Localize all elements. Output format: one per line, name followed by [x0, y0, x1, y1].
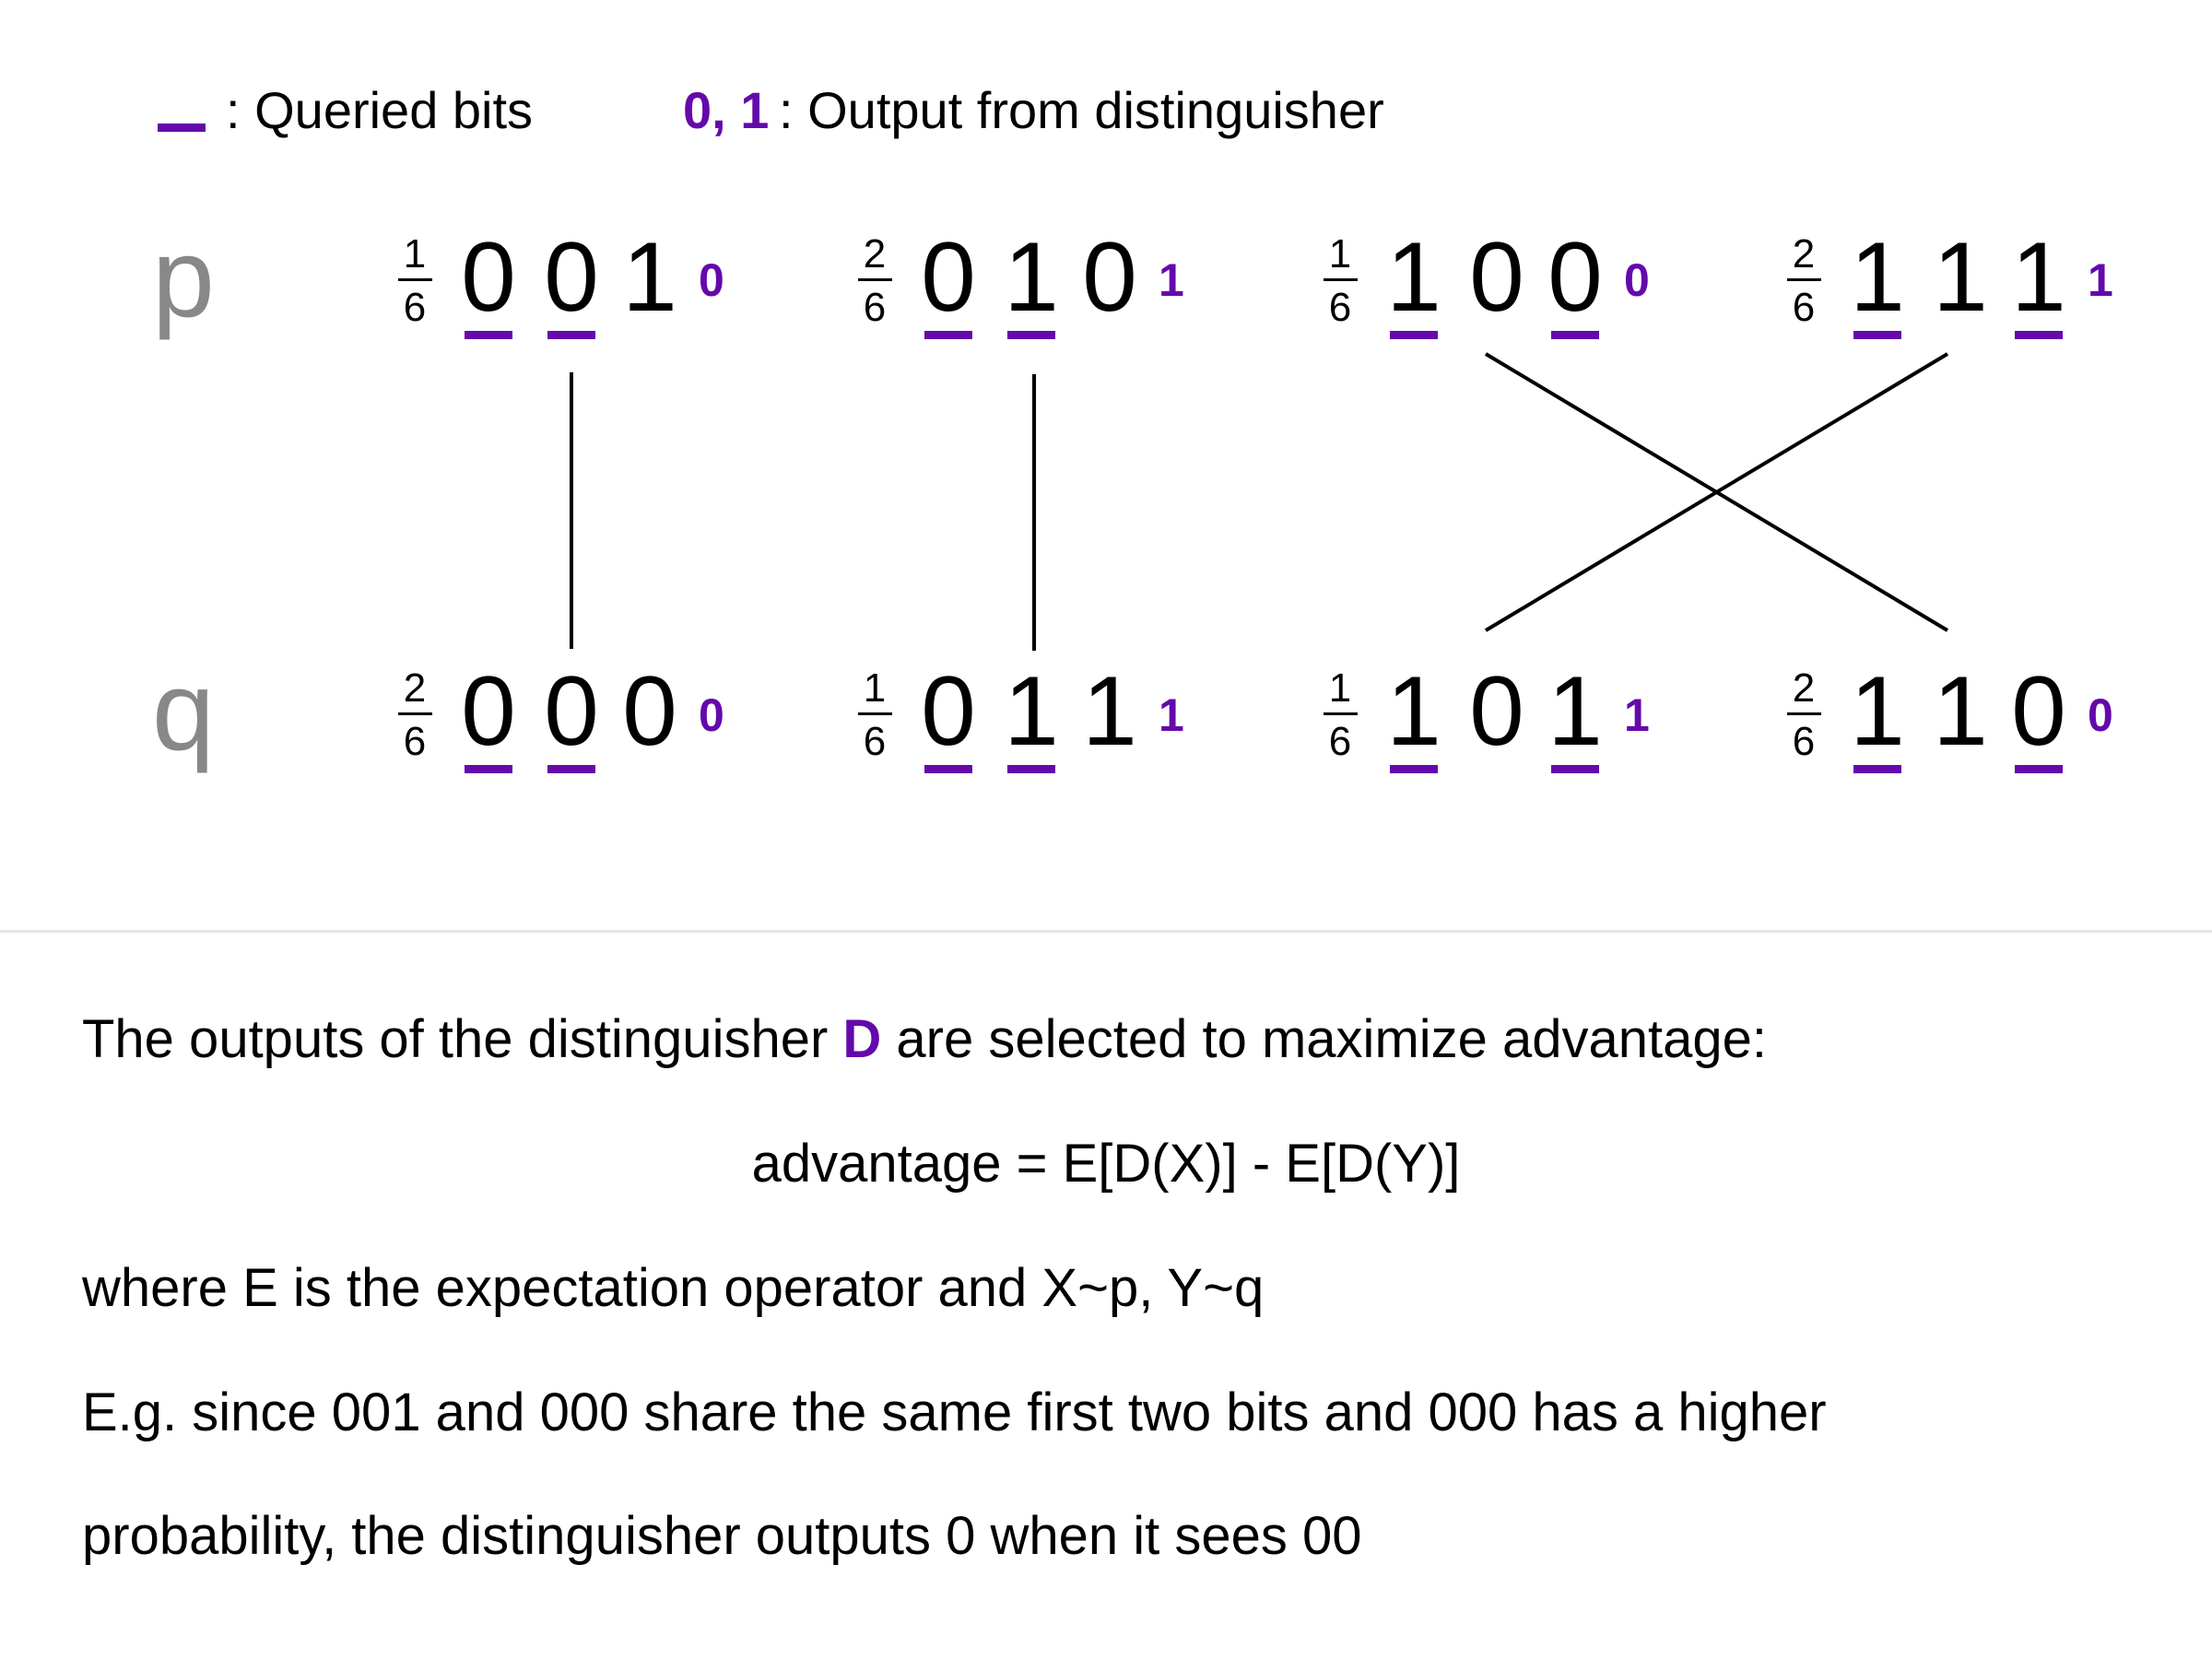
bit-digit: 0 — [461, 655, 516, 766]
queried-bit-underline — [547, 331, 595, 339]
bit-digit: 1 — [622, 221, 677, 332]
bit-digit: 1 — [1850, 221, 1905, 332]
queried-bit-underline — [1390, 765, 1438, 773]
queried-bit-underline — [2015, 331, 2063, 339]
queried-bit-underline — [1390, 331, 1438, 339]
bit-digit: 1 — [1933, 221, 1988, 332]
explanation-line-4: E.g. since 001 and 000 share the same fi… — [82, 1382, 1827, 1442]
distinguisher-output: 0 — [2088, 689, 2113, 741]
distinguisher-output: 0 — [699, 689, 724, 741]
bit-digit: 1 — [1386, 221, 1441, 332]
bit-digit: 1 — [1004, 655, 1059, 766]
distinguisher-output: 1 — [1624, 689, 1650, 741]
fraction-bar — [858, 278, 892, 281]
fraction-numerator: 1 — [1328, 231, 1352, 276]
fraction-denominator: 6 — [1792, 285, 1816, 330]
distinguisher-output: 0 — [699, 254, 724, 306]
row-label-q: q — [152, 648, 215, 773]
queried-bit-underline — [1007, 765, 1055, 773]
bit-digit: 1 — [1933, 655, 1988, 766]
line1-text-end: are selected to maximize advantage: — [881, 1009, 1768, 1069]
fraction-denominator: 6 — [1328, 719, 1352, 764]
line1-text: The outputs of the distinguisher — [82, 1009, 843, 1069]
bit-digit: 1 — [1850, 655, 1905, 766]
queried-bit-underline — [1853, 331, 1901, 339]
fraction-numerator: 2 — [1792, 231, 1816, 276]
queried-bit-underline — [924, 331, 972, 339]
queried-bit-underline — [1853, 765, 1901, 773]
legend-output-symbols: 0, 1 — [683, 81, 770, 139]
distinguisher-output: 1 — [1159, 689, 1184, 741]
fraction-denominator: 6 — [403, 719, 427, 764]
distinguisher-output: 1 — [1159, 254, 1184, 306]
queried-bit-underline — [1551, 331, 1599, 339]
fraction-bar — [1324, 278, 1358, 281]
bit-digit: 0 — [544, 655, 599, 766]
fraction-denominator: 6 — [863, 719, 887, 764]
bit-digit: 0 — [921, 221, 976, 332]
distinguisher-output: 1 — [2088, 254, 2113, 306]
fraction-denominator: 6 — [1328, 285, 1352, 330]
queried-bit-underline — [547, 765, 595, 773]
fraction-numerator: 2 — [863, 231, 887, 276]
bit-digit: 0 — [1082, 221, 1137, 332]
fraction-numerator: 1 — [1328, 665, 1352, 711]
section-divider — [0, 930, 2212, 933]
fraction-denominator: 6 — [1792, 719, 1816, 764]
fraction-bar — [1787, 278, 1821, 281]
bit-digit: 0 — [544, 221, 599, 332]
connection-lines — [570, 352, 1949, 651]
explanation-line-5: probability, the distinguisher outputs 0… — [82, 1506, 1362, 1566]
fraction-bar — [858, 712, 892, 715]
row-label-p: p — [152, 215, 215, 340]
connection-line-111-101 — [1484, 352, 1949, 632]
bit-digit: 1 — [2011, 221, 2066, 332]
queried-bit-marker — [158, 124, 206, 132]
distinguisher-symbol: D — [842, 1009, 882, 1069]
queried-bit-underline — [465, 765, 512, 773]
fraction-bar — [398, 278, 432, 281]
bit-digit: 0 — [1469, 655, 1524, 766]
explanation-line-1: The outputs of the distinguisher D are s… — [82, 1013, 1767, 1066]
advantage-formula: advantage = E[D(X)] - E[D(Y)] — [751, 1134, 1461, 1194]
explanation-line-3: where E is the expectation operator and … — [82, 1258, 1265, 1318]
fraction-bar — [1787, 712, 1821, 715]
queried-bit-underline — [1551, 765, 1599, 773]
fraction-numerator: 2 — [403, 665, 427, 711]
fraction-denominator: 6 — [403, 285, 427, 330]
bit-digit: 1 — [1547, 655, 1603, 766]
fraction-numerator: 1 — [403, 231, 427, 276]
fraction-denominator: 6 — [863, 285, 887, 330]
bit-digit: 0 — [1469, 221, 1524, 332]
bit-digit: 1 — [1004, 221, 1059, 332]
fraction-numerator: 1 — [863, 665, 887, 711]
queried-bit-underline — [1007, 331, 1055, 339]
distinguisher-output: 0 — [1624, 254, 1650, 306]
bit-digit: 0 — [2011, 655, 2066, 766]
fraction-numerator: 2 — [1792, 665, 1816, 711]
legend-queried-label: : Queried bits — [226, 81, 534, 139]
fraction-bar — [1324, 712, 1358, 715]
queried-bit-underline — [465, 331, 512, 339]
bit-digit: 0 — [622, 655, 677, 766]
legend-output-label: : Output from distinguisher — [779, 81, 1384, 139]
fraction-bar — [398, 712, 432, 715]
queried-bit-underline — [924, 765, 972, 773]
queried-bit-underline — [2015, 765, 2063, 773]
bit-digit: 1 — [1386, 655, 1441, 766]
bit-digit: 1 — [1082, 655, 1137, 766]
bit-digit: 0 — [921, 655, 976, 766]
bit-digit: 0 — [461, 221, 516, 332]
bit-digit: 0 — [1547, 221, 1603, 332]
